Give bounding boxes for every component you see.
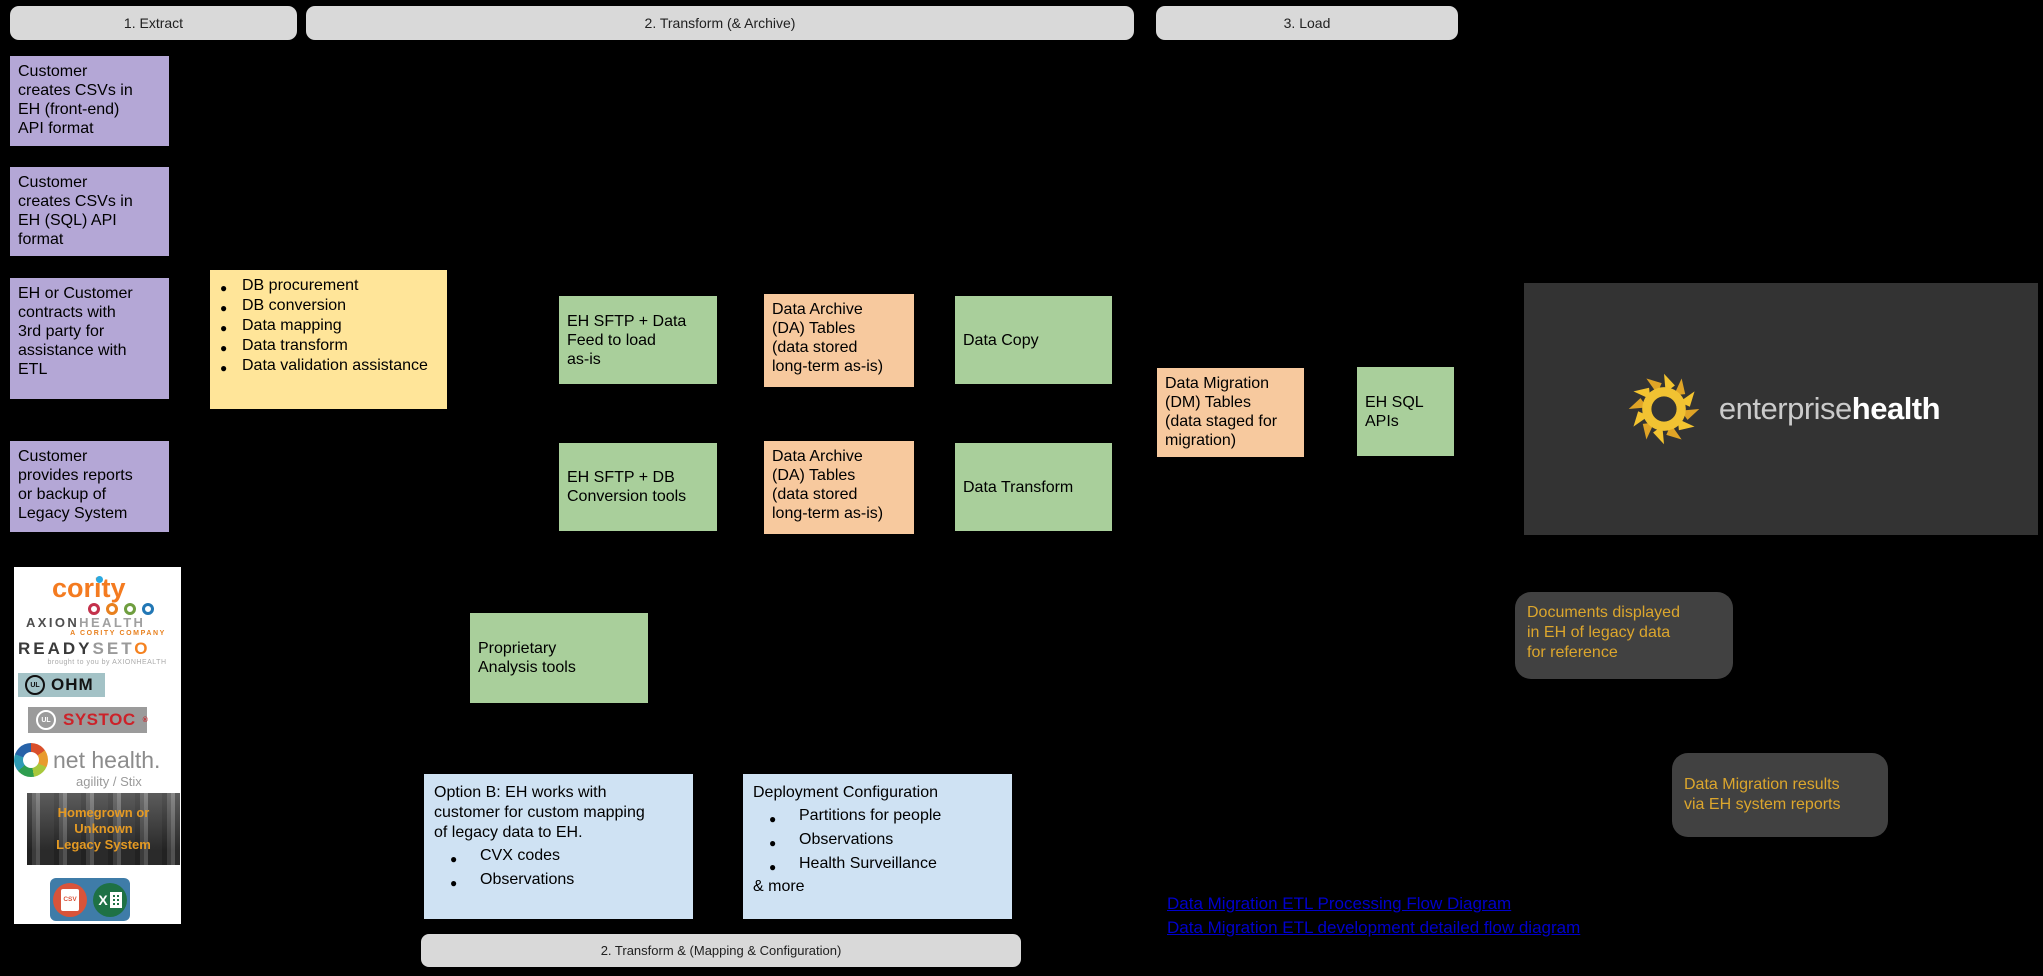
deployment-config-footer: & more bbox=[753, 878, 805, 895]
readyset-tagline: brought to you by AXIONHEALTH bbox=[47, 659, 167, 666]
ul-mark-icon: UL bbox=[25, 675, 45, 695]
systoc-registered-mark: ® bbox=[142, 716, 148, 724]
phase-header-extract: 1. Extract bbox=[10, 6, 297, 40]
option-b-title: Option B: EH works with customer for cus… bbox=[434, 784, 645, 841]
readyset-wordmark: READYSETO bbox=[18, 639, 176, 659]
dm-tables-box: Data Migration (DM) Tables (data staged … bbox=[1157, 368, 1304, 457]
deployment-config-item: Observations bbox=[753, 829, 1002, 854]
extract-box-csv-frontend: Customer creates CSVs in EH (front-end) … bbox=[10, 56, 169, 146]
axion-dot-orange bbox=[106, 603, 118, 615]
option-b-box: Option B: EH works with customer for cus… bbox=[424, 774, 693, 919]
phase-header-transform-archive: 2. Transform (& Archive) bbox=[306, 6, 1134, 40]
ohm-logo-text: OHM bbox=[51, 675, 94, 694]
etl-service-item: DB conversion bbox=[216, 296, 447, 318]
da-tables-top-box: Data Archive (DA) Tables (data stored lo… bbox=[764, 294, 914, 387]
net-health-circle-icon bbox=[14, 743, 48, 777]
cority-dot-icon bbox=[96, 576, 103, 583]
readyset-logo: READYSETO brought to you by AXIONHEALTH bbox=[18, 639, 176, 666]
cority-logo: cority bbox=[52, 573, 219, 604]
da-tables-bottom-box: Data Archive (DA) Tables (data stored lo… bbox=[764, 441, 914, 534]
deployment-config-title: Deployment Configuration bbox=[753, 784, 938, 801]
ohm-logo: UL OHM bbox=[18, 673, 105, 697]
cority-logo-text: cority bbox=[52, 573, 126, 603]
brand-enterprise-text: enterprise bbox=[1718, 391, 1852, 426]
etl-service-item: Data validation assistance bbox=[216, 356, 447, 378]
option-b-list: CVX codes Observations bbox=[434, 845, 683, 894]
legacy-systems-panel: cority AXIONHEALTH A CORITY COMPANY READ… bbox=[14, 567, 181, 924]
readyset-wordmark-ready: READY bbox=[18, 639, 93, 658]
deployment-config-item: Partitions for people bbox=[753, 805, 1002, 830]
extract-box-third-party: EH or Customer contracts with 3rd party … bbox=[10, 278, 169, 399]
axion-dots-icon bbox=[26, 603, 170, 615]
deployment-config-item: Health Surveillance bbox=[753, 853, 1002, 878]
systoc-logo: UL SYSTOC ® bbox=[28, 707, 148, 733]
sun-icon bbox=[1628, 373, 1700, 445]
documents-note: Documents displayed in EH of legacy data… bbox=[1515, 592, 1733, 679]
systoc-logo-text: SYSTOC bbox=[63, 710, 136, 729]
csv-file-icon-label: CSV bbox=[61, 888, 79, 911]
axion-wordmark-health: HEALTH bbox=[79, 615, 146, 630]
link-etl-processing-flow-diagram[interactable]: Data Migration ETL Processing Flow Diagr… bbox=[1167, 894, 1512, 913]
option-b-item: Observations bbox=[434, 869, 683, 894]
transform-box-sftp-db: EH SFTP + DB Conversion tools bbox=[559, 443, 717, 531]
diagram-links: Data Migration ETL Processing Flow Diagr… bbox=[1167, 892, 1667, 940]
phase-header-transform-archive-label: 2. Transform (& Archive) bbox=[644, 15, 796, 31]
option-b-item: CVX codes bbox=[434, 845, 683, 870]
excel-icon: X bbox=[93, 882, 127, 917]
eh-sql-apis-box: EH SQL APIs bbox=[1357, 367, 1454, 456]
readyset-wordmark-set: SET bbox=[92, 639, 135, 658]
net-health-logo: net health. agility / Stix bbox=[14, 743, 181, 789]
link-etl-development-flow-diagram[interactable]: Data Migration ETL development detailed … bbox=[1167, 918, 1581, 937]
brand-wordmark: enterprisehealth bbox=[1718, 391, 1941, 427]
axion-health-wordmark: AXIONHEALTH bbox=[26, 615, 170, 630]
ul-mark-icon: UL bbox=[36, 710, 56, 730]
excel-icon-grid bbox=[109, 891, 122, 908]
readyset-wordmark-o: O bbox=[134, 639, 151, 658]
axion-dot-green bbox=[124, 603, 136, 615]
deployment-config-list: Partitions for people Observations Healt… bbox=[753, 805, 1002, 878]
etl-services-list: DB procurement DB conversion Data mappin… bbox=[210, 270, 447, 378]
net-health-tagline: agility / Stix bbox=[76, 774, 142, 789]
results-note: Data Migration results via EH system rep… bbox=[1672, 753, 1888, 837]
etl-service-item: Data mapping bbox=[216, 316, 447, 338]
phase-header-load-label: 3. Load bbox=[1283, 15, 1331, 31]
etl-services-box: DB procurement DB conversion Data mappin… bbox=[210, 270, 447, 409]
homegrown-legacy-image: Homegrown or Unknown Legacy System bbox=[27, 793, 180, 865]
csv-file-icon: CSV bbox=[53, 882, 87, 917]
net-health-logo-text: net health. bbox=[53, 746, 161, 773]
enterprise-health-logo: enterprisehealth bbox=[1524, 283, 2038, 535]
axion-wordmark-axion: AXION bbox=[26, 615, 80, 630]
axion-dot-blue bbox=[142, 603, 154, 615]
transform-box-sftp-feed: EH SFTP + Data Feed to load as-is bbox=[559, 296, 717, 384]
phase-header-extract-label: 1. Extract bbox=[123, 15, 184, 31]
phase-header-transform-mapping: 2. Transform & (Mapping & Configuration) bbox=[421, 934, 1021, 967]
data-copy-box: Data Copy bbox=[955, 296, 1112, 384]
etl-service-item: DB procurement bbox=[216, 276, 447, 298]
phase-header-transform-mapping-label: 2. Transform & (Mapping & Configuration) bbox=[600, 943, 842, 958]
proprietary-analysis-box: Proprietary Analysis tools bbox=[470, 613, 648, 703]
extract-box-legacy-reports: Customer provides reports or backup of L… bbox=[10, 441, 169, 532]
axion-dot-red bbox=[88, 603, 100, 615]
axion-tagline: A CORITY COMPANY bbox=[70, 630, 166, 637]
brand-health-text: health bbox=[1851, 391, 1941, 426]
file-format-icons: CSV X bbox=[50, 878, 130, 921]
deployment-config-box: Deployment Configuration Partitions for … bbox=[743, 774, 1012, 919]
phase-header-load: 3. Load bbox=[1156, 6, 1458, 40]
axion-health-logo: AXIONHEALTH A CORITY COMPANY bbox=[26, 603, 170, 637]
data-transform-box: Data Transform bbox=[955, 443, 1112, 531]
extract-box-csv-sql: Customer creates CSVs in EH (SQL) API fo… bbox=[10, 167, 169, 256]
excel-icon-x: X bbox=[98, 891, 108, 908]
etl-service-item: Data transform bbox=[216, 336, 447, 358]
